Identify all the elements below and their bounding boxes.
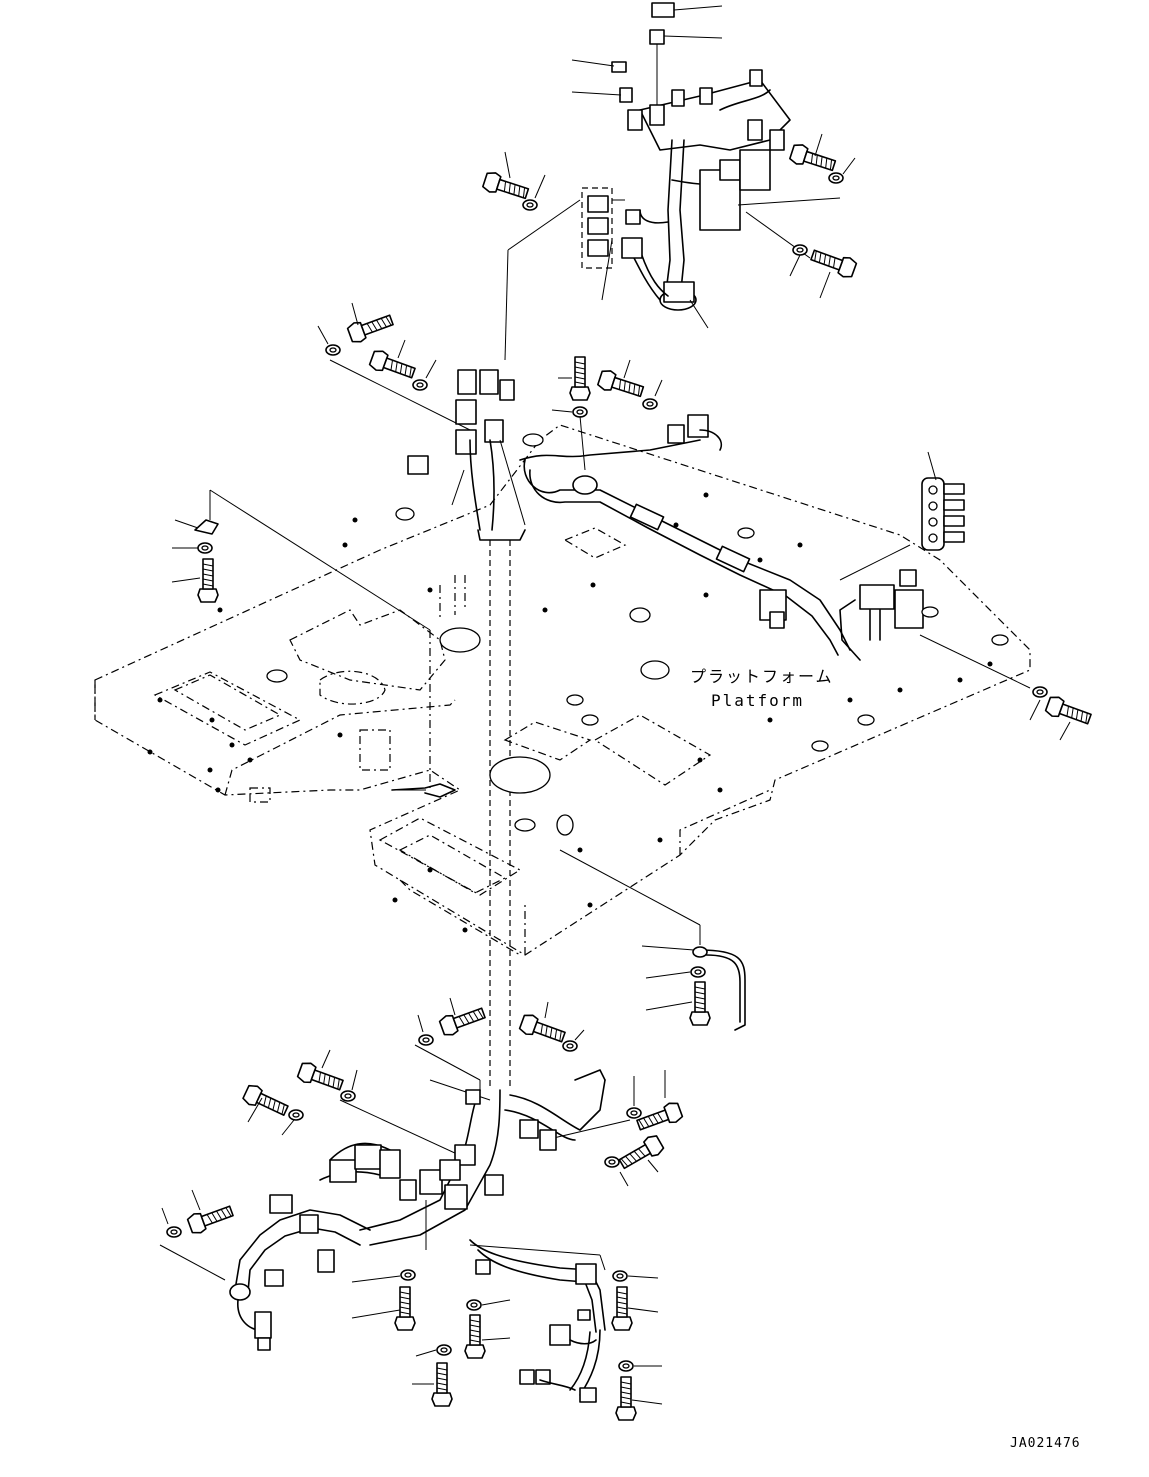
middle-harness-upper (317, 302, 526, 1090)
platform-bolt-holes (147, 492, 993, 933)
left-ground-terminal (171, 519, 219, 603)
upper-harness-assembly (481, 2, 859, 361)
platform-label-ja: プラットフォーム (690, 667, 834, 686)
platform-frame: プラットフォーム Platform (94, 424, 1031, 956)
platform-label-en: Platform (711, 691, 804, 710)
platform-harness (519, 356, 1094, 741)
lower-harness-assembly (159, 997, 685, 1421)
drawing-code: JA021476 (1010, 1436, 1081, 1451)
ground-strap (559, 849, 746, 1031)
